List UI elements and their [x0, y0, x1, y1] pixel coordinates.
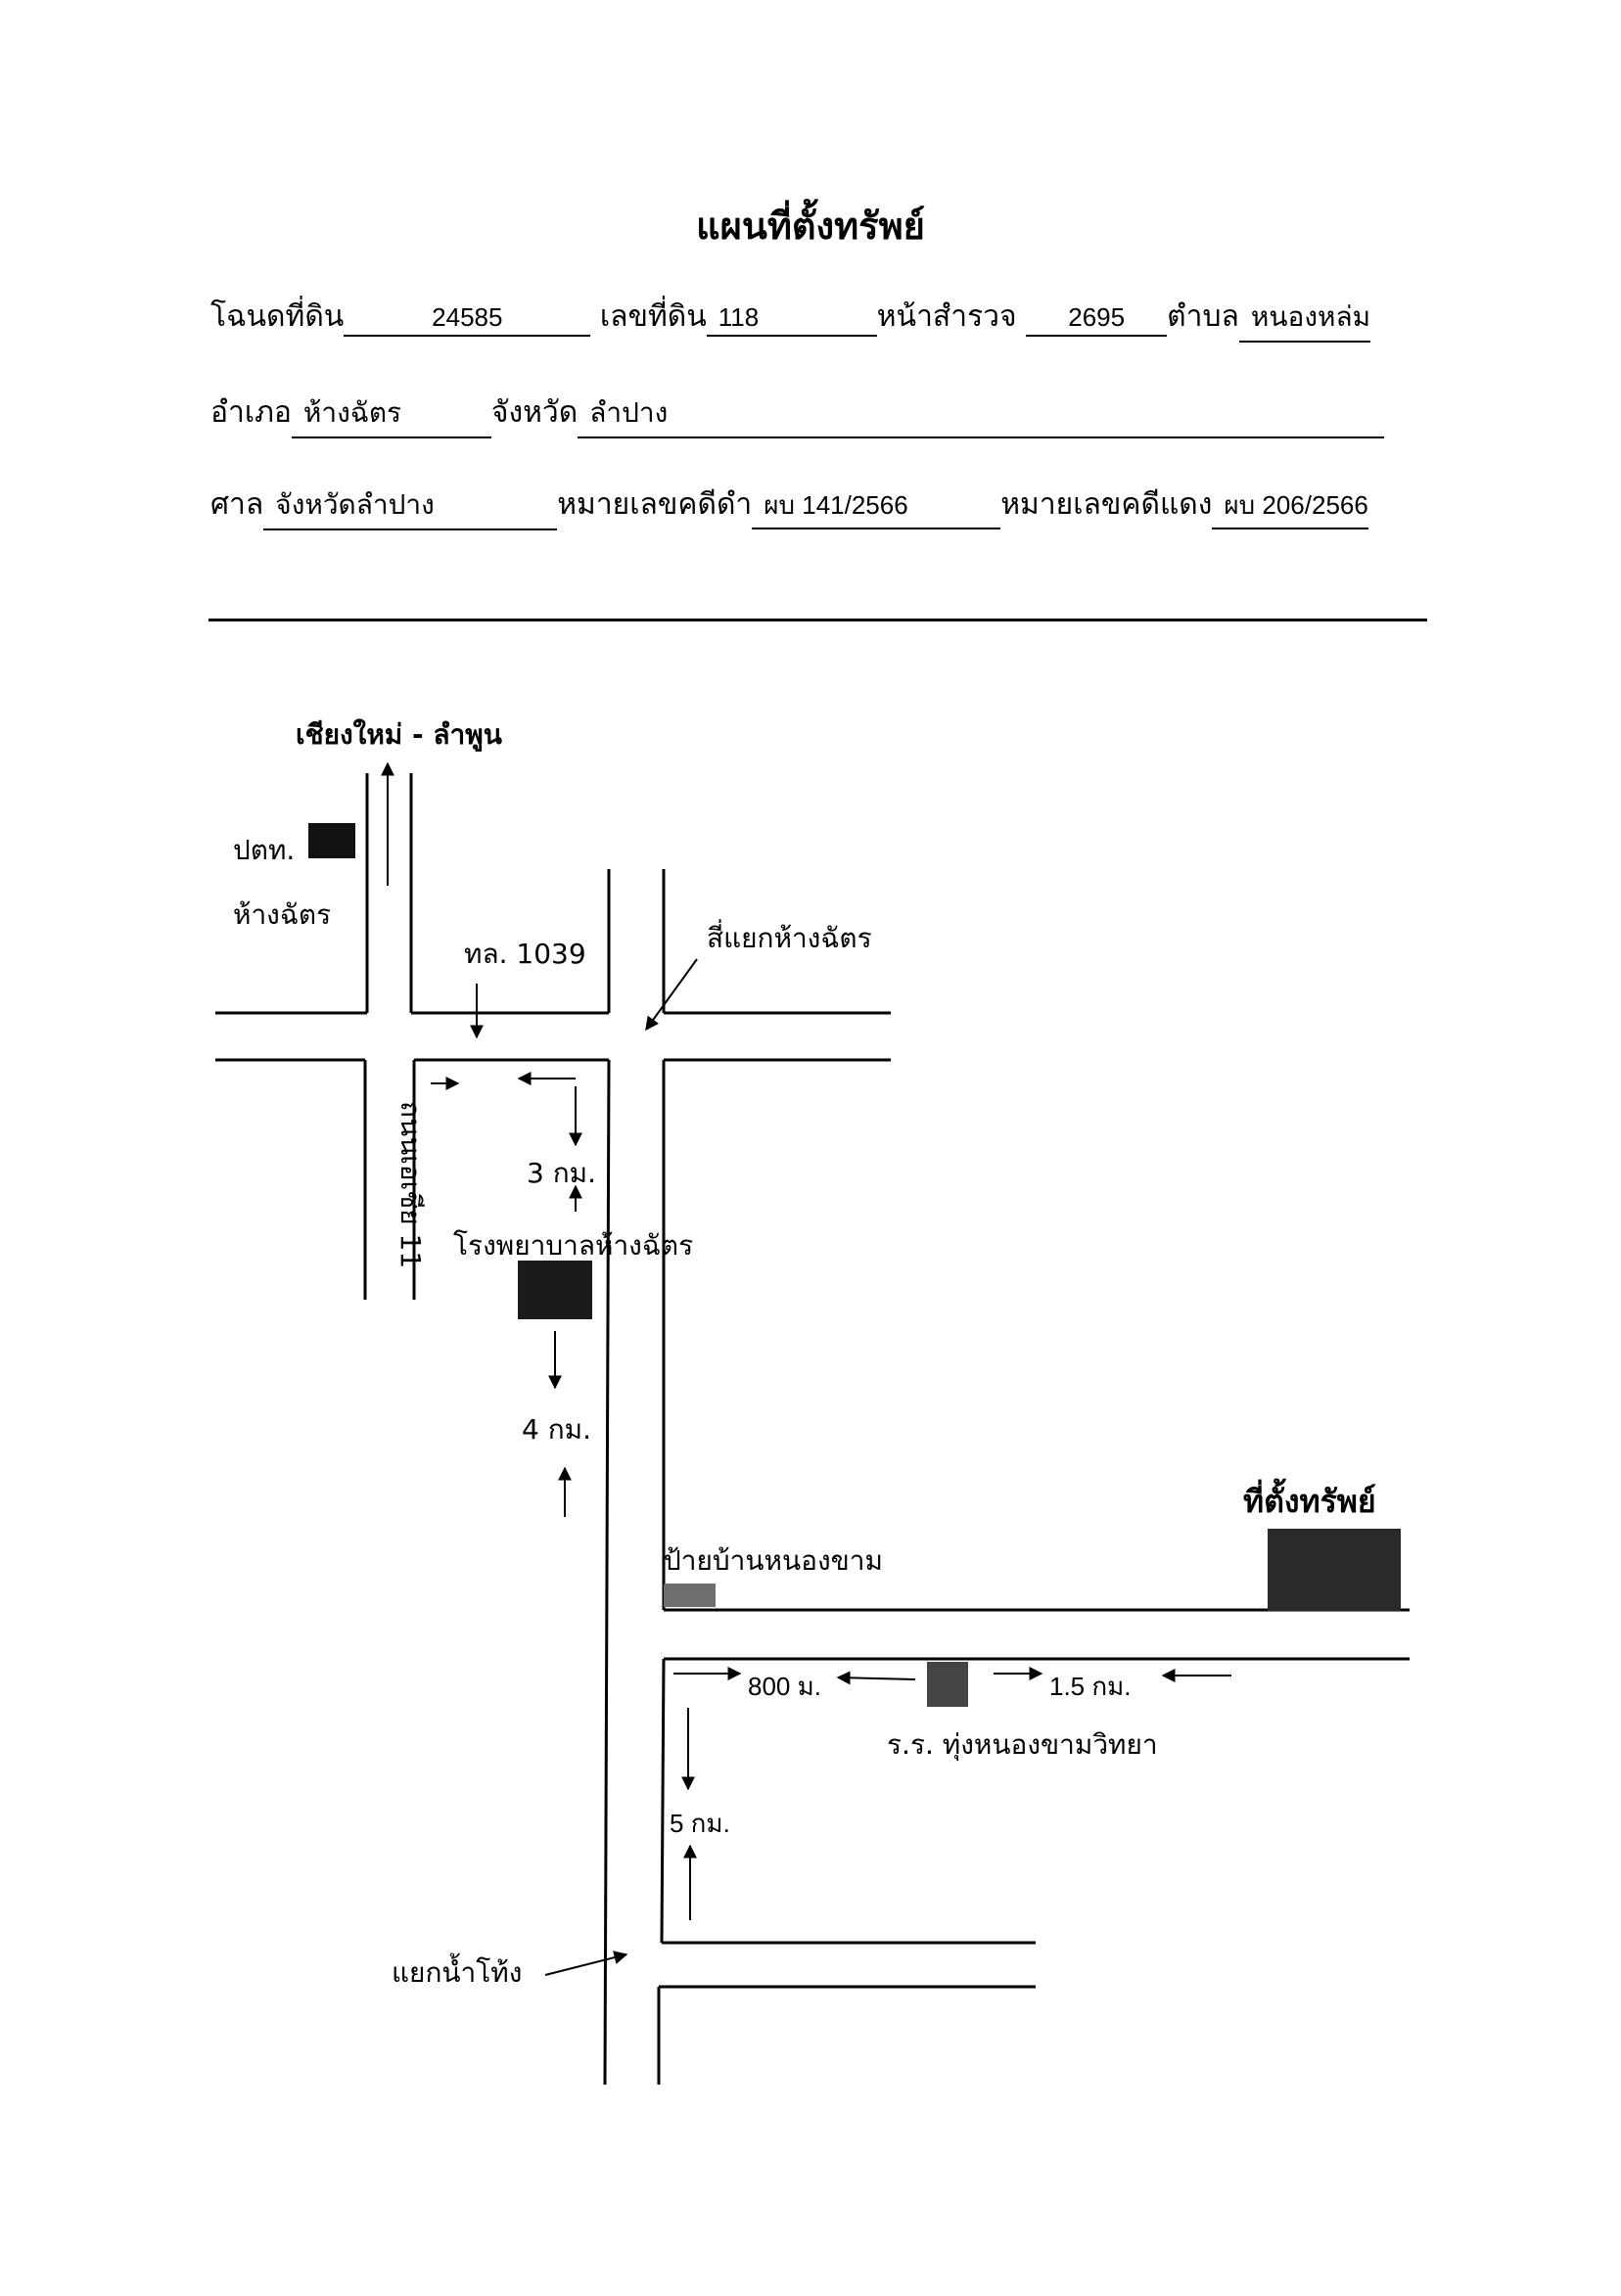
label-5km: 5 กม. — [670, 1809, 730, 1838]
deed-label: โฉนดที่ดิน — [210, 299, 345, 334]
label-property-location: ที่ตั้งทรัพย์ — [1243, 1478, 1376, 1520]
map-labels: เชียงใหม่ - ลำพูน ปตท. ห้างฉัตร ทล. 1039… — [233, 718, 1376, 1989]
subdistrict-label: ตำบล — [1167, 299, 1239, 334]
label-3km: 3 กม. — [527, 1157, 596, 1189]
red-case-value: ผบ 206/2566 — [1212, 485, 1368, 529]
land-no-label: เลขที่ดิน — [599, 299, 707, 334]
label-800m: 800 ม. — [748, 1672, 821, 1701]
page-title: แผนที่ตั้งทรัพย์ — [696, 205, 925, 248]
village-sign-block — [664, 1584, 716, 1607]
arrow-800m-left — [836, 1671, 916, 1685]
landmark-blocks — [308, 823, 1401, 1707]
label-hangchat-junction: สี่แยกห้างฉัตร — [707, 919, 872, 954]
red-case-label: หมายเลขคดีแดง — [1000, 487, 1213, 522]
district-row: อำเภอห้างฉัตรจังหวัดลำปาง — [210, 390, 1385, 438]
school-block — [927, 1662, 968, 1707]
province-value: ลำปาง — [578, 391, 1385, 438]
court-label: ศาล — [210, 487, 264, 522]
label-hwy-1039: ทล. 1039 — [464, 938, 586, 970]
label-school: ร.ร. ทุ่งหนองขามวิทยา — [887, 1728, 1158, 1762]
label-chiangmai-lamphun: เชียงใหม่ - ลำพูน — [296, 718, 502, 752]
ptt-station-block — [308, 823, 355, 858]
hospital-block — [518, 1261, 592, 1319]
survey-label: หน้าสำรวจ — [876, 299, 1017, 334]
label-nam-hong-junction: แยกน้ำโท้ง — [392, 1952, 522, 1989]
district-value: ห้างฉัตร — [291, 391, 491, 438]
label-ptt: ปตท. — [233, 834, 295, 866]
province-label: จังหวัด — [490, 395, 579, 430]
road-1039-east-south-b — [660, 1658, 666, 1944]
black-case-label: หมายเลขคดีดำ — [557, 487, 753, 522]
district-label: อำเภอ — [210, 395, 292, 430]
black-case-value: ผบ 141/2566 — [752, 485, 1001, 529]
deed-number: 24585 — [344, 302, 591, 337]
label-4km: 4 กม. — [522, 1413, 591, 1446]
label-hangchat-hospital: โรงพยาบาลห้างฉัตร — [453, 1229, 693, 1262]
label-1-5km: 1.5 กม. — [1049, 1672, 1131, 1701]
label-ptt-hangchat: ห้างฉัตร — [233, 898, 331, 931]
header-divider — [208, 619, 1427, 621]
arrow-junction-pointer — [645, 958, 698, 1032]
road-lines — [215, 773, 1410, 2086]
label-nong-kham-sign: ป้ายบ้านหนองขาม — [664, 1544, 883, 1577]
subdistrict-value: หนองหล่ม — [1238, 296, 1371, 343]
arrow-namhong-pointer — [544, 1951, 628, 1976]
road-1039-west-south — [603, 1059, 611, 2086]
label-asia11-road: ถนนเอเชีย 11 — [394, 1101, 427, 1268]
land-number: 118 — [706, 302, 877, 337]
survey-number: 2695 — [1026, 302, 1168, 337]
property-block — [1268, 1529, 1401, 1611]
court-value: จังหวัดลำปาง — [263, 483, 558, 530]
route-arrows — [381, 761, 1231, 1976]
